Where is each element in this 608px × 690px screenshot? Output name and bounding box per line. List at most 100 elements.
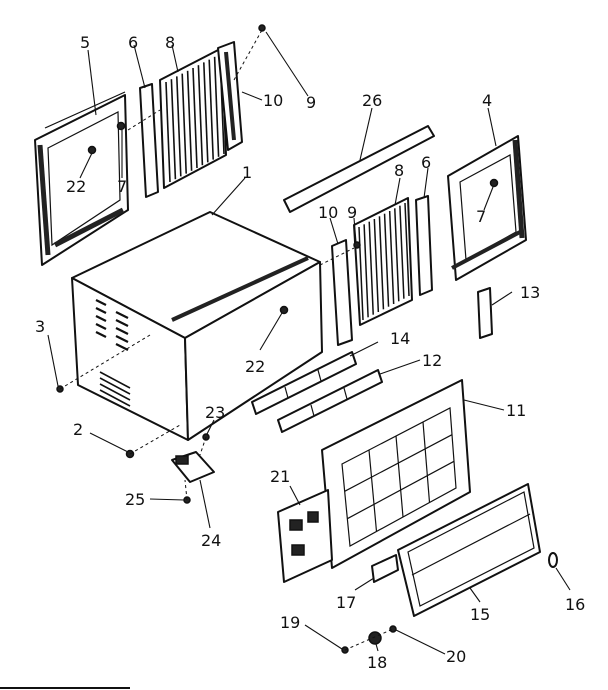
callout-8-right: 8: [394, 161, 404, 180]
callout-2: 2: [73, 420, 83, 439]
part-20-screw: [389, 625, 397, 633]
callout-26: 26: [362, 91, 382, 110]
part-7-screw-right: [489, 178, 499, 188]
part-6-right-bar: [415, 195, 433, 296]
coil-fin: [186, 70, 193, 171]
cabinet-vent: [115, 327, 129, 335]
callout-13: 13: [520, 283, 540, 302]
callout-5: 5: [80, 33, 90, 52]
coil-fin: [394, 208, 400, 302]
part-26-top-rail: [283, 125, 435, 213]
cabinet-vent: [95, 323, 107, 330]
cabinet-vent: [95, 307, 107, 314]
part-11-front-grille: [321, 379, 471, 569]
callout-10-right: 10: [318, 203, 338, 222]
cabinet-vent: [115, 335, 129, 343]
callout-21: 21: [270, 467, 290, 486]
coil-fin: [383, 213, 390, 307]
callout-23: 23: [205, 403, 225, 422]
callout-19: 19: [280, 613, 300, 632]
coil-fin: [363, 224, 369, 318]
leader-lines: [47, 31, 571, 655]
part-14-strip: [251, 351, 357, 415]
callout-1: 1: [242, 163, 252, 182]
part-9-screw-right: [353, 241, 361, 249]
part-8-left-coil: [159, 47, 227, 189]
cabinet-vent: [95, 299, 107, 306]
coil-fin: [165, 81, 171, 183]
callout-18: 18: [367, 653, 387, 672]
cabinet-vent: [99, 371, 131, 389]
callout-9-top: 9: [306, 93, 316, 112]
callout-3: 3: [35, 317, 45, 336]
callout-22-left: 22: [66, 177, 86, 196]
callout-22-center: 22: [245, 357, 265, 376]
part-8-right-coil: [353, 197, 413, 326]
part-17-label: [371, 554, 399, 583]
coil-fin: [192, 67, 198, 169]
coil-fin: [176, 76, 182, 177]
coil-fin: [181, 73, 187, 174]
part-16-knob: [548, 552, 558, 568]
callout-15: 15: [470, 605, 490, 624]
coil-fin: [197, 65, 204, 166]
grille-bar: [422, 421, 431, 503]
callout-11: 11: [506, 401, 526, 420]
coil-fin: [404, 202, 410, 297]
callout-7-right: 7: [476, 207, 486, 226]
cabinet-vent: [115, 319, 129, 327]
coil-fin: [208, 59, 214, 160]
coil-fin: [213, 56, 220, 157]
callout-16: 16: [565, 595, 585, 614]
cabinet-vent: [115, 343, 129, 351]
callout-24: 24: [201, 531, 221, 550]
coil-fin: [378, 216, 385, 310]
part-6-left-bar: [139, 83, 159, 198]
part-9-screw-top: [258, 24, 266, 32]
coil-fin: [170, 79, 177, 180]
part-22-screw-center: [279, 305, 289, 315]
grille-bar: [347, 460, 455, 520]
callout-8-left: 8: [165, 33, 175, 52]
part-1-cabinet: [71, 211, 323, 441]
cabinet-vent: [99, 389, 131, 407]
part-7-screw-left: [116, 121, 126, 131]
callout-10-left: 10: [263, 91, 283, 110]
callout-17: 17: [336, 593, 356, 612]
coil-fin: [368, 221, 374, 315]
part-13-clip: [477, 287, 493, 339]
part-10-right-bracket: [331, 239, 353, 346]
part-4-right-frame: [447, 135, 527, 281]
callout-6-right: 6: [421, 153, 431, 172]
part-12-strip: [277, 369, 383, 433]
callout-14: 14: [390, 329, 410, 348]
callout-6-left: 6: [128, 33, 138, 52]
grille-bar: [344, 434, 453, 492]
part-22-screw-left: [87, 145, 97, 155]
grille-bar: [395, 435, 404, 518]
callout-9-right: 9: [347, 203, 357, 222]
cabinet-vent: [95, 315, 107, 322]
cabinet-vent: [99, 377, 131, 395]
callout-12: 12: [422, 351, 442, 370]
coil-fin: [203, 62, 209, 163]
coil-fin: [388, 210, 395, 305]
part-24-bracket: [171, 451, 215, 483]
part-21-control-panel: [277, 489, 333, 583]
callout-7-left: 7: [117, 177, 127, 196]
cabinet-vent: [115, 311, 129, 319]
callouts: 5 6 8 10 9 22 7 1 26 4 8 6 7 10 9 13 22 …: [35, 33, 585, 672]
coil-fin: [399, 205, 405, 299]
part-15-front-door: [397, 483, 541, 617]
coil-fin: [373, 218, 380, 313]
grille-bar: [368, 449, 378, 532]
callout-25: 25: [125, 490, 145, 509]
part-5-left-frame: [34, 91, 129, 266]
assembly-lines: [59, 29, 394, 651]
callout-4: 4: [482, 91, 492, 110]
part-10-left-bracket: [217, 41, 243, 151]
part-18-knob: [368, 631, 382, 645]
callout-20: 20: [446, 647, 466, 666]
cabinet-vent: [99, 383, 131, 401]
